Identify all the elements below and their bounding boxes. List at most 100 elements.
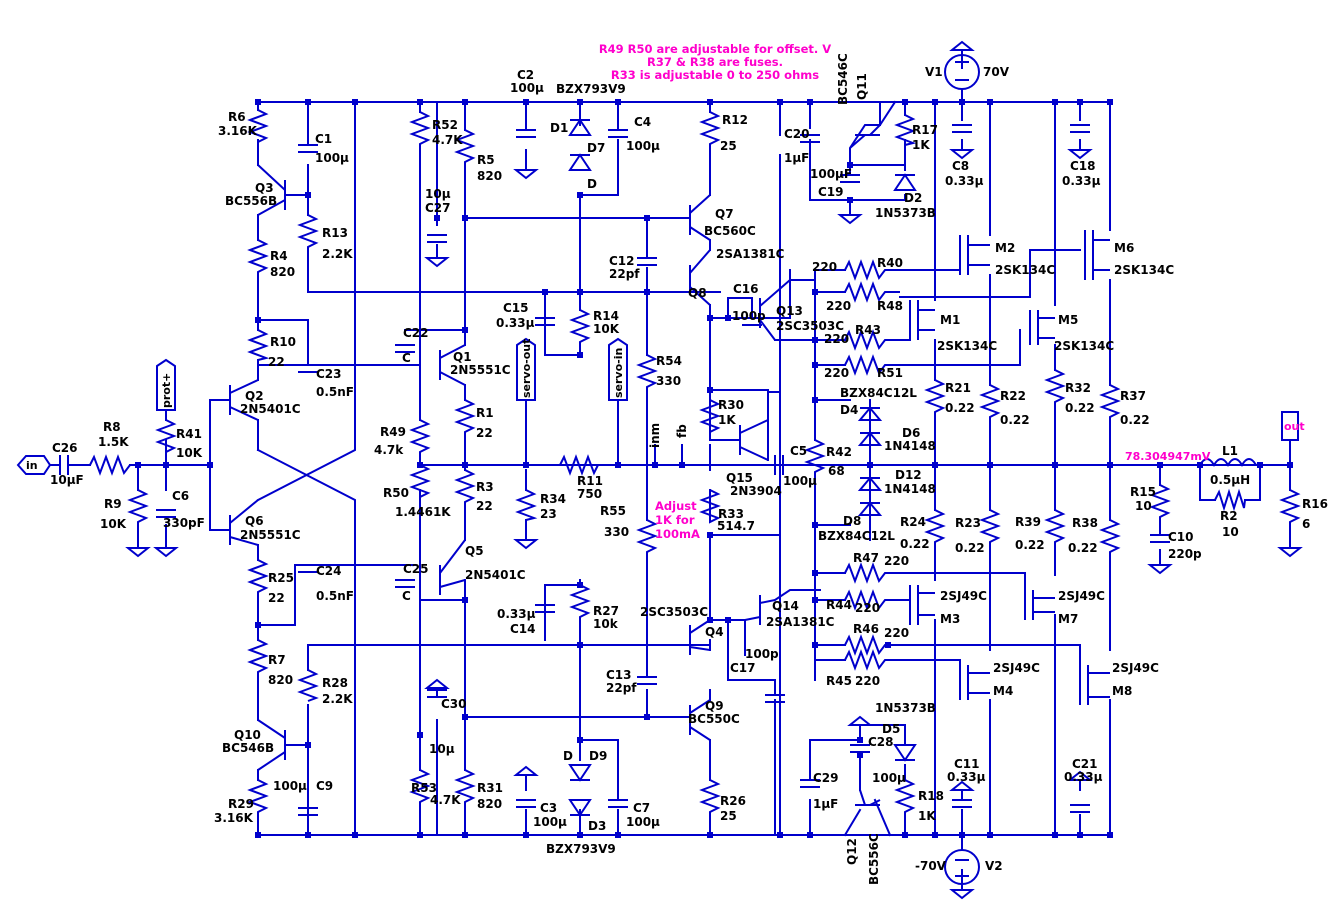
label-c26-value: 10µF — [50, 473, 84, 487]
diode-symbols — [568, 118, 917, 817]
capacitor-c15 — [535, 317, 555, 326]
resistor-r27 — [569, 584, 591, 620]
resistor-r17 — [894, 114, 917, 146]
port-in-label: in — [26, 459, 38, 472]
capacitor-c7 — [608, 799, 628, 808]
port-servo-out-label: servo-out — [520, 339, 533, 398]
label-d5-type: 1N5373B — [875, 701, 936, 715]
label-r3: R3 — [476, 480, 494, 494]
label-m5: M5 — [1058, 313, 1078, 327]
label-m6-type: 2SK134C — [1114, 263, 1174, 277]
resistor-r55 — [636, 519, 658, 560]
resistor-r23 — [979, 509, 1001, 555]
note-line-2: R37 & R38 are fuses. — [647, 55, 783, 69]
label-r34-value: 23 — [540, 507, 557, 521]
label-d7-pin: D — [587, 177, 597, 191]
label-c21: C21 — [1072, 757, 1098, 771]
label-r44-value: 220 — [855, 601, 880, 615]
resistor-r15 — [1149, 484, 1171, 525]
label-r17-value: 1K — [912, 138, 930, 152]
mosfet-symbols — [909, 230, 1110, 705]
resistor-r45 — [844, 649, 900, 671]
label-r42: R42 — [826, 445, 852, 459]
transistor-q9 — [689, 699, 711, 741]
label-r41-value: 10K — [176, 446, 203, 460]
capacitor-c4 — [608, 129, 628, 138]
label-r54: R54 — [656, 354, 682, 368]
capacitor-c17 — [765, 694, 785, 703]
capacitor-c12 — [637, 257, 657, 266]
wire-network — [49, 49, 1291, 891]
label-r4: R4 — [270, 249, 288, 263]
label-c1: C1 — [315, 132, 332, 146]
label-q5-type: 2N5401C — [465, 568, 526, 582]
label-r21-value: 0.22 — [945, 401, 975, 415]
port-servo-in-label: servo-in — [612, 348, 625, 398]
label-r32-value: 0.22 — [1065, 401, 1095, 415]
label-l1: L1 — [1222, 444, 1238, 458]
label-c7-value: 100µ — [626, 815, 660, 829]
label-r18-value: 1K — [918, 809, 936, 823]
label-c27: C27 — [425, 201, 451, 215]
label-c9-value: 100µ — [273, 779, 307, 793]
label-r50-value: 1.4461K — [395, 505, 451, 519]
label-q12-type: BC556C — [867, 833, 881, 885]
resistor-r32 — [1044, 369, 1066, 415]
label-q3: Q3 — [255, 181, 274, 195]
label-r49: R49 — [380, 425, 406, 439]
adjust-note-2: 1K for — [655, 513, 695, 527]
transistor-q3 — [257, 164, 286, 216]
label-r52: R52 — [432, 118, 458, 132]
label-c25-pin: C — [402, 589, 411, 603]
resistor-r26 — [699, 779, 721, 820]
port-out-label: out — [1284, 420, 1305, 433]
transistor-q4 — [689, 619, 711, 655]
label-c20-value: 1µF — [784, 151, 809, 165]
resistor-r48 — [844, 281, 900, 303]
v2-name: V2 — [985, 859, 1003, 873]
label-c14: C14 — [510, 622, 536, 636]
label-r50: R50 — [383, 486, 409, 500]
label-r49-value: 4.7k — [374, 443, 404, 457]
label-r13: R13 — [322, 226, 348, 240]
net-fb-label: fb — [675, 424, 689, 438]
resistor-r11 — [559, 454, 599, 476]
label-q10-type: BC546B — [222, 741, 274, 755]
label-q1: Q1 — [453, 350, 472, 364]
label-c9: C9 — [316, 779, 333, 793]
label-bzx-bottom: BZX793V9 — [546, 842, 616, 856]
label-c3-value: 100µ — [533, 815, 567, 829]
label-r43: R43 — [855, 323, 881, 337]
label-r27-value: 10k — [593, 617, 619, 631]
resistor-r37 — [1099, 384, 1121, 430]
label-r13-value: 2.2K — [322, 247, 353, 261]
capacitor-c13 — [637, 676, 657, 685]
label-c11-value: 0.33µ — [947, 770, 986, 784]
label-r43-value: 220 — [824, 332, 849, 346]
transistor-q15 — [710, 419, 769, 461]
transistor-q10 — [257, 719, 286, 771]
adjust-note-1: Adjust — [655, 499, 697, 513]
label-c24: C24 — [316, 564, 342, 578]
note-line-3: R33 is adjustable 0 to 250 ohms — [611, 68, 819, 82]
label-r6: R6 — [228, 110, 246, 124]
label-m4: M4 — [993, 684, 1013, 698]
label-r22-value: 0.22 — [1000, 413, 1030, 427]
resistor-r31 — [454, 769, 476, 815]
capacitor-c27 — [427, 234, 447, 243]
probe-value: 78.304947mV — [1125, 450, 1211, 463]
label-c8: C8 — [952, 159, 969, 173]
label-r4-value: 820 — [270, 265, 295, 279]
capacitor-c28 — [850, 744, 870, 753]
capacitor-c22 — [395, 344, 415, 353]
net-inm-label: inm — [648, 423, 662, 448]
capacitor-c8 — [952, 124, 972, 133]
label-c14-value: 0.33µ — [497, 607, 536, 621]
resistor-r21 — [924, 379, 946, 415]
label-l1-value: 0.5µH — [1210, 473, 1250, 487]
resistor-r46 — [844, 634, 900, 656]
label-r22: R22 — [1000, 389, 1026, 403]
label-d6: D6 — [902, 426, 920, 440]
label-m5-type: 2SK134C — [1054, 339, 1114, 353]
